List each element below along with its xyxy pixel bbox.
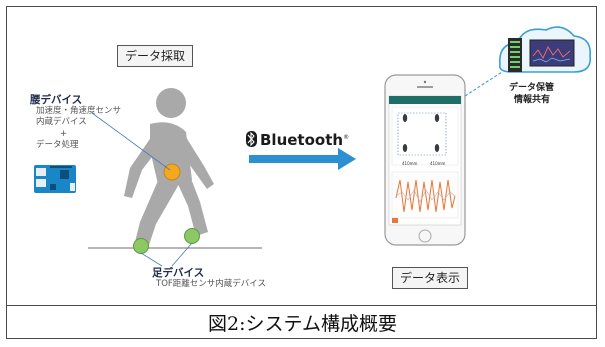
figure-caption: 図2:システム構成概要 [208, 313, 397, 335]
cloud-connection-line [464, 71, 503, 97]
data-collection-label: データ採取 [117, 45, 194, 67]
waist-device-line1: 加速度・角速度センサ [36, 106, 122, 116]
waist-device-line2: 内蔵デバイス [36, 117, 87, 127]
smartphone [384, 74, 466, 246]
person-left-arm [124, 130, 162, 198]
plus-sign: + [60, 129, 68, 139]
diagram-area [6, 6, 597, 306]
waist-sensor-dot [163, 163, 181, 181]
phone-distance-left: 410mm [402, 161, 418, 166]
bluetooth-icon [246, 131, 257, 147]
person-torso [150, 122, 192, 187]
person-right-leg [176, 176, 208, 236]
foot-sensor-right-dot [184, 228, 200, 244]
person-head [156, 88, 186, 118]
phone-distance-right: 410mm [430, 161, 446, 166]
cloud-storage-icon [498, 26, 591, 73]
processing-board-icon [34, 165, 76, 193]
foot-leader-line-right [171, 242, 193, 267]
waist-leader-line [91, 112, 171, 171]
foot-device-desc: TOF距離センサ内蔵デバイス [156, 279, 267, 289]
foot-device-title: 足デバイス [152, 267, 205, 279]
person-right-arm [178, 134, 214, 189]
transfer-arrow [249, 148, 356, 170]
storage-line1: データ保管 [509, 83, 555, 93]
person-left-leg [134, 176, 178, 248]
bluetooth-label: Bluetooth® [260, 131, 350, 149]
waist-device-title: 腰デバイス [30, 94, 83, 106]
foot-leader-line-left [140, 252, 163, 267]
foot-sensor-left-dot [133, 238, 149, 254]
person-figure [124, 88, 214, 248]
data-display-label: データ表示 [392, 267, 469, 289]
storage-line2: 情報共有 [514, 95, 551, 105]
waist-device-line3: データ処理 [36, 140, 79, 150]
figure-frame [6, 6, 597, 339]
